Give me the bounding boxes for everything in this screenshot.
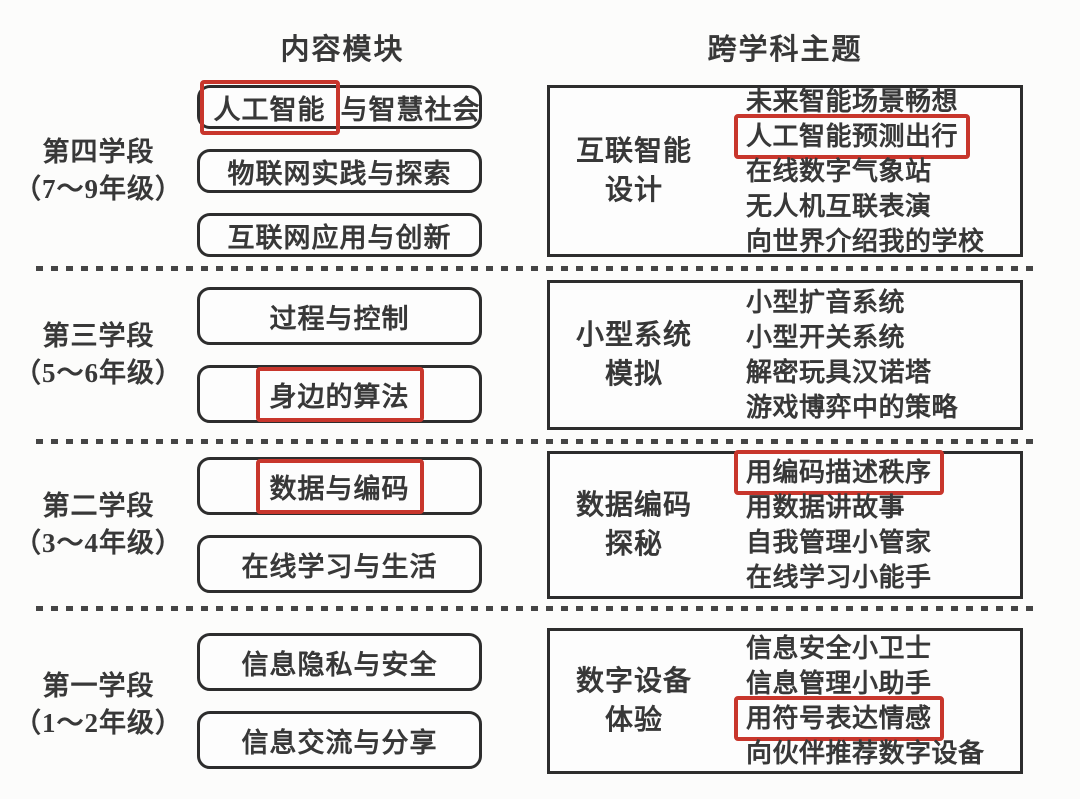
stage-name: 第四学段 <box>42 137 155 167</box>
topic-item: 向伙伴推荐数字设备 <box>746 736 985 771</box>
stage-3-label: 第三学段 （5～6年级） <box>0 318 197 392</box>
theme-topics: 用编码描述秩序 用数据讲故事 自我管理小管家 在线学习小能手 <box>734 450 944 595</box>
topic-text: 在线学习小能手 <box>746 563 932 592</box>
section-stage-4: 第四学段 （7～9年级） 人工智能与智慧社会 物联网实践与探索 互联网应用与创新… <box>0 76 1080 266</box>
topic-text: 在线数字气象站 <box>746 156 932 186</box>
theme-title-line1: 小型系统 <box>575 320 692 351</box>
module-text: 过程与控制 <box>269 303 410 334</box>
header-content-modules: 内容模块 <box>280 34 405 66</box>
column-headers: 内容模块 跨学科主题 <box>0 0 1080 76</box>
topic-text: 向世界介绍我的学校 <box>746 226 985 256</box>
dashed-divider <box>36 266 1040 271</box>
theme-title-line1: 数据编码 <box>575 490 692 521</box>
stage-1-label: 第一学段 （1～2年级） <box>0 668 197 742</box>
topic-item: 未来智能场景畅想 <box>746 84 985 119</box>
section-stage-1: 第一学段 （1～2年级） 信息隐私与安全 信息交流与分享 数字设备 体验 信息安… <box>0 611 1080 799</box>
stage-2-modules: 数据与编码 在线学习与生活 <box>197 457 482 593</box>
module-text: 信息隐私与安全 <box>241 649 438 680</box>
stage-2-theme-box: 数据编码 探秘 用编码描述秩序 用数据讲故事 自我管理小管家 在线学习小能手 <box>547 450 1023 599</box>
topic-item: 游戏博弈中的策略 <box>746 390 958 425</box>
topic-item: 信息管理小助手 <box>746 666 985 701</box>
stage-2-label: 第二学段 （3～4年级） <box>0 488 197 562</box>
stage-1-modules: 信息隐私与安全 信息交流与分享 <box>197 633 482 769</box>
topic-item: 小型开关系统 <box>746 320 958 355</box>
module-box: 过程与控制 <box>197 287 482 345</box>
stage-4-modules: 人工智能与智慧社会 物联网实践与探索 互联网应用与创新 <box>197 79 482 257</box>
module-text: 互联网应用与创新 <box>227 222 452 253</box>
module-highlighted-text: 人工智能 <box>199 79 340 135</box>
stage-grades: （1～2年级） <box>14 708 183 738</box>
module-box: 数据与编码 <box>197 457 482 515</box>
topic-text: 信息安全小卫士 <box>746 634 932 663</box>
header-interdisciplinary-themes: 跨学科主题 <box>707 34 863 66</box>
topic-item: 自我管理小管家 <box>746 525 932 560</box>
topic-text: 用编码描述秩序 <box>734 450 944 495</box>
topic-item: 在线学习小能手 <box>746 560 932 595</box>
module-text: 物联网实践与探索 <box>227 158 452 189</box>
module-text: 在线学习与生活 <box>241 551 438 582</box>
topic-text: 人工智能预测出行 <box>734 113 971 159</box>
topic-item: 向世界介绍我的学校 <box>746 224 985 259</box>
stage-3-modules: 过程与控制 身边的算法 <box>197 287 482 423</box>
module-highlighted-text: 数据与编码 <box>255 458 424 514</box>
module-box: 互联网应用与创新 <box>197 213 482 257</box>
theme-topics: 信息安全小卫士 信息管理小助手 用符号表达情感 向伙伴推荐数字设备 <box>734 631 985 771</box>
module-text: 与智慧社会 <box>340 94 481 125</box>
theme-title-line2: 设计 <box>604 175 663 206</box>
topic-item: 人工智能预测出行 <box>734 113 985 159</box>
topic-text: 小型开关系统 <box>746 323 906 352</box>
dashed-divider <box>36 606 1040 611</box>
stage-4-theme-box: 互联智能 设计 未来智能场景畅想 人工智能预测出行 在线数字气象站 无人机互联表… <box>547 85 1023 257</box>
module-box: 在线学习与生活 <box>197 535 482 593</box>
topic-text: 解密玩具汉诺塔 <box>746 358 932 387</box>
topic-text: 自我管理小管家 <box>746 528 932 557</box>
theme-title-line2: 探秘 <box>604 529 663 560</box>
section-stage-3: 第三学段 （5～6年级） 过程与控制 身边的算法 小型系统 模拟 小型扩音系统 … <box>0 271 1080 439</box>
topic-text: 用数据讲故事 <box>746 493 906 522</box>
stage-grades: （7～9年级） <box>14 174 183 204</box>
topic-item: 信息安全小卫士 <box>746 631 985 666</box>
stage-1-theme-box: 数字设备 体验 信息安全小卫士 信息管理小助手 用符号表达情感 向伙伴推荐数字设… <box>547 628 1023 774</box>
theme-title: 互联智能 设计 <box>550 132 718 210</box>
topic-item: 解密玩具汉诺塔 <box>746 355 958 390</box>
theme-title-line2: 模拟 <box>604 359 663 390</box>
stage-3-theme-box: 小型系统 模拟 小型扩音系统 小型开关系统 解密玩具汉诺塔 游戏博弈中的策略 <box>547 280 1023 430</box>
module-highlighted-text: 身边的算法 <box>255 366 424 422</box>
topic-item: 在线数字气象站 <box>746 154 985 189</box>
theme-title-line2: 体验 <box>604 705 663 736</box>
topic-item: 用数据讲故事 <box>746 490 932 525</box>
topic-item: 用编码描述秩序 <box>734 450 944 495</box>
stage-grades: （5～6年级） <box>14 358 183 388</box>
theme-title: 数字设备 体验 <box>550 662 718 740</box>
module-box: 物联网实践与探索 <box>197 149 482 193</box>
topic-text: 信息管理小助手 <box>746 669 932 698</box>
module-box: 信息隐私与安全 <box>197 633 482 691</box>
topic-item: 无人机互联表演 <box>746 189 985 224</box>
topic-text: 未来智能场景畅想 <box>746 86 959 116</box>
stage-name: 第二学段 <box>42 491 155 521</box>
topic-item: 小型扩音系统 <box>746 285 958 320</box>
theme-title: 小型系统 模拟 <box>550 316 718 394</box>
topic-text: 用符号表达情感 <box>734 696 944 741</box>
theme-topics: 小型扩音系统 小型开关系统 解密玩具汉诺塔 游戏博弈中的策略 <box>746 285 958 425</box>
dashed-divider <box>36 439 1040 444</box>
module-text: 信息交流与分享 <box>241 727 438 758</box>
stage-name: 第一学段 <box>42 671 155 701</box>
stage-grades: （3～4年级） <box>14 528 183 558</box>
topic-text: 游戏博弈中的策略 <box>746 393 959 422</box>
topic-text: 向伙伴推荐数字设备 <box>746 739 985 768</box>
module-box: 人工智能与智慧社会 <box>197 79 482 135</box>
topic-text: 小型扩音系统 <box>746 288 906 317</box>
stage-4-label: 第四学段 （7～9年级） <box>0 134 197 208</box>
stage-name: 第三学段 <box>42 321 155 351</box>
module-box: 信息交流与分享 <box>197 711 482 769</box>
theme-title-line1: 数字设备 <box>575 666 692 697</box>
topic-item: 用符号表达情感 <box>734 696 985 741</box>
module-box: 身边的算法 <box>197 365 482 423</box>
theme-title: 数据编码 探秘 <box>550 486 718 564</box>
theme-topics: 未来智能场景畅想 人工智能预测出行 在线数字气象站 无人机互联表演 向世界介绍我… <box>734 84 985 259</box>
section-stage-2: 第二学段 （3～4年级） 数据与编码 在线学习与生活 数据编码 探秘 用编码描述… <box>0 444 1080 606</box>
theme-title-line1: 互联智能 <box>575 136 692 167</box>
topic-text: 无人机互联表演 <box>746 191 932 221</box>
